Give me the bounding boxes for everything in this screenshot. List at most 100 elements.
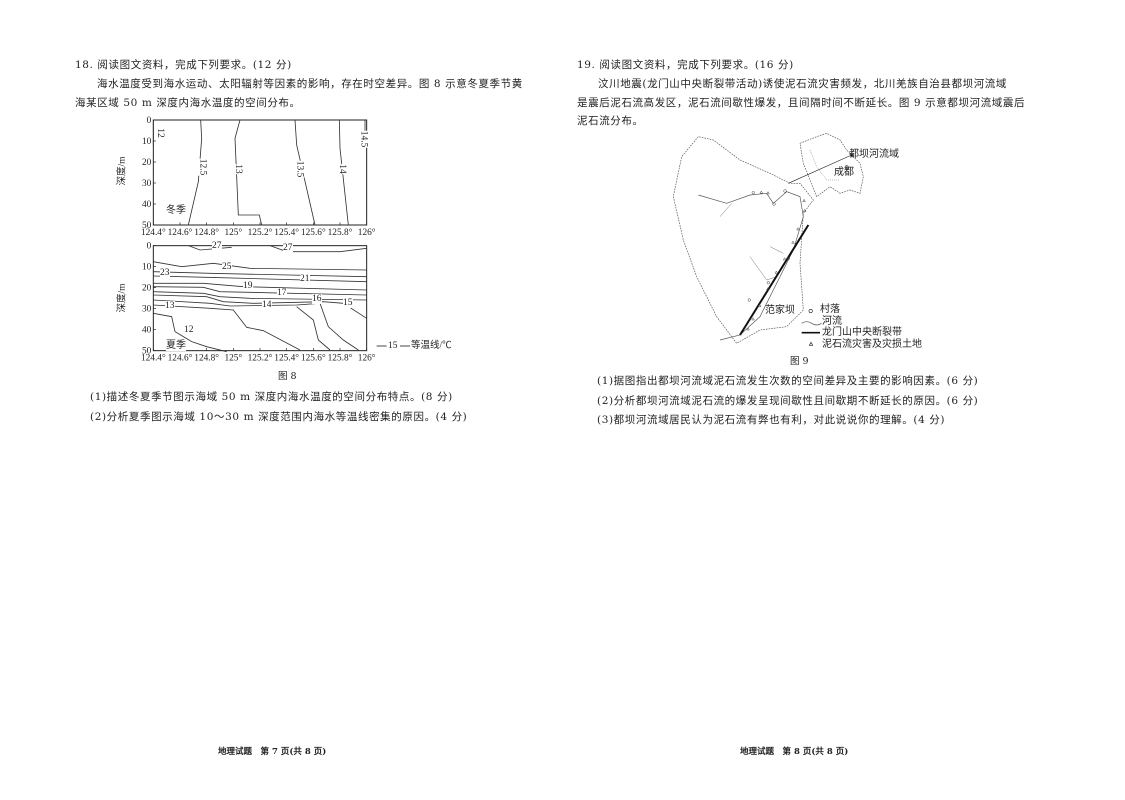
chengdu-marker (844, 165, 849, 170)
contour-label: 13.5 (294, 160, 305, 178)
x-tick-label: 125° (224, 227, 242, 238)
y-axis-label: 深度/m (117, 156, 128, 186)
q19-subquestion-1: (1)据图指出都坝河流域泥石流发生次数的空间差异及主要的影响因素。(6 分) (597, 375, 979, 387)
legend-river: 河流 (822, 316, 842, 327)
contour-line (294, 119, 316, 226)
y-tick-label: 40 (142, 200, 152, 210)
contour-line (153, 282, 367, 291)
contour-line (153, 261, 367, 271)
figure-8-caption: 图 8 (278, 371, 297, 382)
summer-season-label: 夏季 (166, 340, 186, 351)
contour-label: 12 (184, 325, 194, 335)
contour-line (188, 245, 232, 251)
footer-page-7: 地理试题 第 7 页(共 8 页) (218, 747, 327, 757)
x-tick-label: 124.6° (168, 353, 193, 364)
summer-chart: 124.4°124.6°124.8° 125° 125.2°125.4°125.6°… (141, 242, 410, 364)
y-tick-label: 0 (147, 116, 152, 126)
x-tick-label: 125.6° (301, 353, 326, 364)
contour-line (338, 119, 349, 226)
legend-sample: 15 (388, 341, 398, 351)
q19-paragraph-line: 是震后泥石流高发区，泥石流间歇性爆发，且间隔时间不断延长。图 9 示意都坝河流域… (577, 97, 1026, 109)
contour-label: 14 (336, 164, 347, 174)
contour-label: 13 (232, 164, 243, 174)
x-tick-label: 124.4° (141, 227, 166, 238)
y-tick-label: 30 (142, 179, 152, 189)
q19-subquestion-2: (2)分析都坝河流域泥石流的爆发呈现间歇性且间歇期不断延长的原因。(6 分) (597, 395, 979, 407)
x-tick-label: 125° (224, 353, 242, 364)
y-tick-label: 40 (142, 326, 152, 336)
contour-label: 23 (160, 268, 170, 278)
contour-label: 25 (222, 262, 232, 272)
inset-label: 都坝河流域 (849, 149, 899, 160)
contour-label: 14.5 (358, 130, 369, 148)
contour-label: 27 (212, 241, 222, 251)
q18-title: 18. 阅读图文资料，完成下列要求。(12 分) (75, 59, 292, 71)
winter-season-label: 冬季 (166, 205, 186, 216)
x-tick-label: 124.8° (194, 227, 219, 238)
contour-line (269, 245, 367, 253)
figure-9-caption: 图 9 (790, 356, 809, 367)
q18-subquestion-2: (2)分析夏季图示海域 10～30 m 深度范围内海水等温线密集的原因。(4 分… (90, 411, 468, 423)
x-tick-label: 126° (358, 227, 376, 238)
q18-paragraph-line: 海某区域 50 m 深度内海水温度的空间分布。 (75, 97, 301, 109)
chengdu-label: 成都 (834, 167, 854, 178)
contour-label: 27 (283, 243, 293, 253)
river (698, 191, 804, 341)
contour-line (153, 271, 367, 278)
x-tick-label: 124.6° (168, 227, 193, 238)
contour-line (153, 312, 227, 353)
q19-subquestion-3: (3)都坝河流域居民认为泥石流有弊也有利，对此说说你的理解。(4 分) (597, 414, 946, 426)
contour-label: 19 (243, 281, 253, 291)
q18-paragraph-line: 海水温度受到海水运动、太阳辐射等因素的影响，存在时空差异。图 8 示意冬夏季节黄 (97, 78, 523, 90)
q19-paragraph-line: 泥石流分布。 (577, 115, 644, 127)
x-tick-label: 125.2° (248, 227, 273, 238)
x-tick-label: 124.8° (194, 353, 219, 364)
contour-line (153, 275, 367, 283)
x-tick-label: 125.2° (248, 353, 273, 364)
y-tick-label: 20 (142, 284, 152, 294)
contour-line (153, 286, 367, 296)
y-tick-label: 50 (142, 347, 152, 357)
x-tick-label: 126° (358, 353, 376, 364)
contour-label: 16 (312, 294, 322, 304)
dubahe-basin-map (672, 132, 864, 346)
y-tick-label: 20 (142, 158, 152, 168)
y-tick-label: 0 (147, 242, 152, 252)
legend-debris-flow: 泥石流灾害及灾损土地 (822, 339, 922, 350)
q19-title: 19. 阅读图文资料，完成下列要求。(16 分) (577, 59, 794, 71)
contour-label: 13 (165, 301, 175, 311)
x-tick-label: 124.4° (141, 353, 166, 364)
x-tick-label: 125.4° (274, 353, 299, 364)
y-tick-label: 10 (142, 263, 152, 273)
contour-label: 12 (154, 128, 165, 138)
inset-arrow (788, 154, 852, 184)
longmenshan-fault (739, 224, 810, 336)
y-tick-label: 10 (142, 137, 152, 147)
q19-paragraph-line: 汶川地震(龙门山中央断裂带活动)诱使泥石流灾害频发，北川羌族自治县都坝河流域 (598, 78, 1007, 90)
contour-line (153, 291, 367, 301)
x-tick-label: 125.8° (328, 227, 353, 238)
contour-line (153, 299, 359, 351)
basin-boundary (672, 136, 814, 344)
contour-label: 21 (300, 274, 310, 284)
contour-line (234, 119, 263, 226)
contour-line (153, 304, 301, 351)
legend-village: 村落 (820, 304, 840, 315)
y-axis-label: 深度/m (117, 283, 128, 313)
y-tick-label: 30 (142, 305, 152, 315)
legend-text: 等温线/℃ (411, 341, 452, 351)
footer-page-8: 地理试题 第 8 页(共 8 页) (740, 747, 849, 757)
river (719, 203, 784, 281)
fanjiaba-label: 范家坝 (765, 305, 795, 316)
contour-label: 12.5 (197, 158, 208, 176)
y-tick-label: 50 (142, 221, 152, 231)
contour-label: 17 (277, 288, 287, 298)
x-tick-label: 125.4° (274, 227, 299, 238)
sichuan-inset (799, 132, 864, 198)
contour-label: 14 (262, 300, 272, 310)
legend-fault: 龙门山中央断裂带 (822, 327, 902, 338)
contour-label: 15 (343, 298, 353, 308)
x-tick-label: 125.8° (328, 353, 353, 364)
winter-chart: 124.4°124.6°124.8°125°125.2°125.4°125.6°… (141, 116, 376, 238)
q18-subquestion-1: (1)描述冬夏季节图示海域 50 m 深度内海水温度的空间分布特点。(8 分) (90, 391, 453, 403)
